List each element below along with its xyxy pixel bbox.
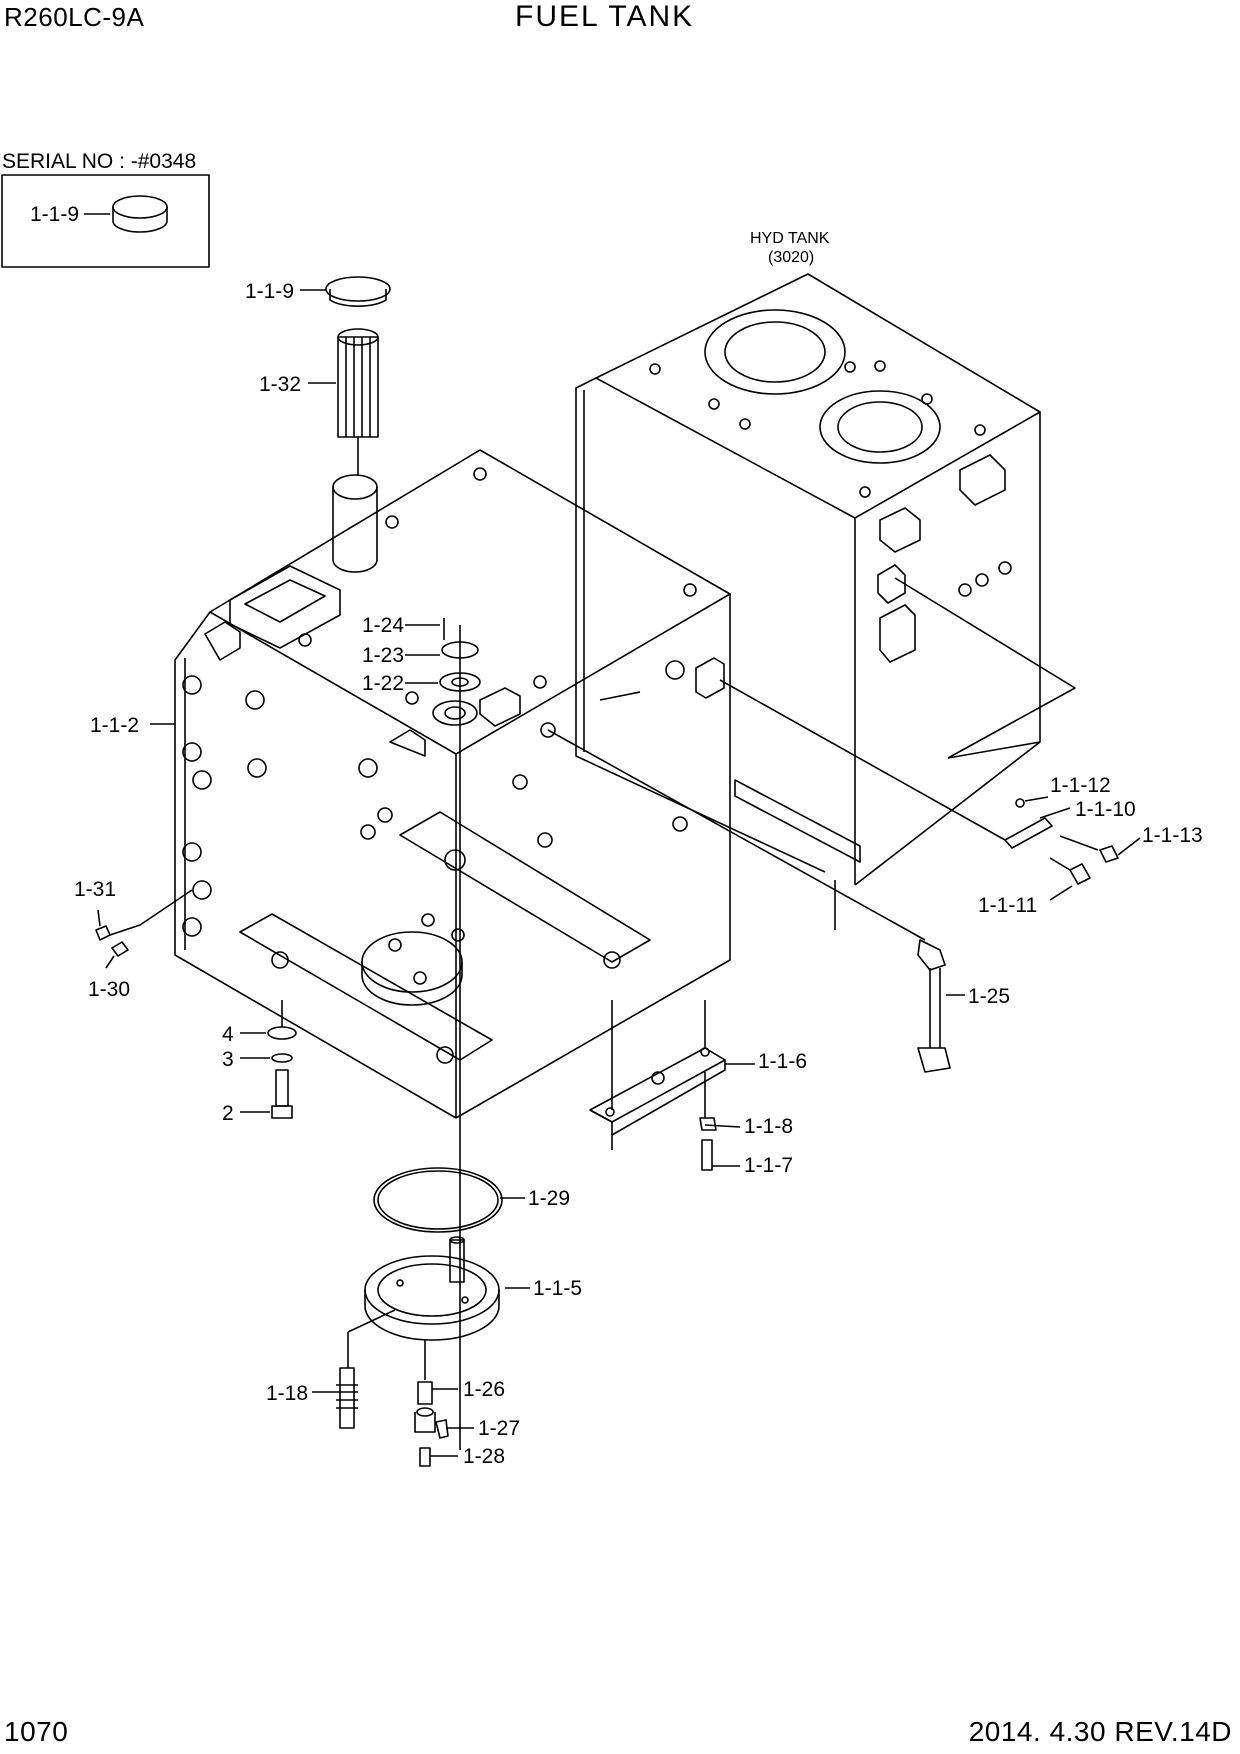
fuel-tank-body	[174, 449, 861, 1150]
hydraulic-tank	[575, 273, 1076, 886]
right-bracket-set	[719, 679, 1141, 901]
callout-1-32: 1-32	[259, 373, 301, 396]
callout-1-1-2: 1-1-2	[90, 714, 139, 737]
callout-1-30: 1-30	[88, 978, 130, 1001]
serial-inset: 1-1-9	[1, 174, 210, 268]
filler-cap	[300, 276, 391, 307]
hyd-tank-label: HYD TANK	[750, 230, 830, 247]
callout-1-29: 1-29	[528, 1187, 570, 1210]
callout-1-31: 1-31	[74, 878, 116, 901]
callout-1-1-10: 1-1-10	[1075, 798, 1136, 821]
callout-1-1-11: 1-1-11	[978, 894, 1037, 917]
callout-1-1-12: 1-1-12	[1050, 774, 1111, 797]
callout-1-23: 1-23	[362, 644, 404, 667]
revision-date: 2014. 4.30 REV.14D	[968, 1716, 1232, 1747]
callout-1-1-13: 1-1-13	[1142, 824, 1203, 847]
callout-1-24: 1-24	[362, 614, 404, 637]
level-gauge	[547, 729, 965, 1073]
callout-1-27: 1-27	[478, 1417, 520, 1440]
page-number: 1070	[4, 1716, 69, 1747]
callout-2: 2	[222, 1102, 234, 1125]
callout-1-1-9: 1-1-9	[245, 280, 294, 303]
callout-1-1-6: 1-1-6	[758, 1050, 807, 1073]
callout-1-22: 1-22	[362, 672, 404, 695]
serial-inset-callout: 1-1-9	[30, 203, 79, 226]
gasket-ring	[373, 1167, 525, 1233]
callout-leaders	[699, 1063, 755, 1171]
callout-1-25: 1-25	[968, 985, 1010, 1008]
callout-1-1-5: 1-1-5	[533, 1277, 582, 1300]
model-number: R260LC-9A	[4, 2, 145, 32]
callout-1-18: 1-18	[266, 1382, 308, 1405]
callout-1-1-8: 1-1-8	[744, 1115, 793, 1138]
drain-fittings	[312, 1367, 474, 1467]
callout-1-26: 1-26	[463, 1378, 505, 1401]
serial-number-label: SERIAL NO : -#0348	[2, 150, 197, 173]
hyd-tank-code: (3020)	[768, 249, 814, 266]
callout-1-28: 1-28	[463, 1445, 505, 1468]
leader-lines	[150, 691, 641, 725]
strainer	[308, 328, 379, 476]
callout-3: 3	[222, 1048, 234, 1071]
callout-1-1-7: 1-1-7	[744, 1154, 793, 1177]
mount-bolt-set	[240, 1000, 297, 1119]
side-fittings	[95, 889, 193, 969]
bottom-plate	[347, 1236, 530, 1380]
callout-labels: 1-1-9 1-32 1-24 1-23 1-22 1-1-2 1-31 1-3…	[74, 280, 1203, 1468]
callout-4: 4	[222, 1023, 234, 1046]
page-title: FUEL TANK	[515, 0, 695, 33]
